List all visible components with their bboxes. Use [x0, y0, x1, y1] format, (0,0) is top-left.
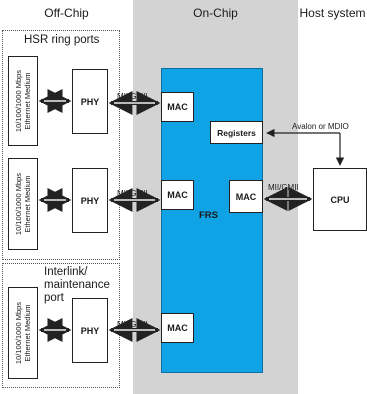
interlink-label-line2: maintenance — [44, 279, 110, 291]
mac-block-port-2: MAC — [161, 180, 194, 210]
registers-cpu-connector — [266, 128, 345, 166]
mac-block-interlink: MAC — [161, 313, 194, 343]
host-system-label: Host system — [299, 6, 366, 20]
off-chip-label: Off-Chip — [44, 6, 89, 20]
avalon-or-mdio-label: Avalon or MDIO — [292, 122, 349, 131]
phy-block-2: PHY — [72, 168, 108, 233]
phy-block-1: PHY — [72, 69, 108, 134]
interlink-label-line1: Interlink/ — [44, 266, 88, 278]
interlink-port-label: Interlink/ maintenance port — [44, 266, 110, 305]
mac-block-port-1: MAC — [161, 92, 194, 122]
phy-block-3: PHY — [72, 298, 108, 363]
on-chip-label: On-Chip — [193, 6, 238, 20]
hsr-ring-ports-label: HSR ring ports — [22, 34, 102, 46]
mac-block-host: MAC — [229, 180, 263, 213]
hsr-ring-ports-group — [2, 30, 120, 260]
interlink-label-line3: port — [44, 292, 64, 304]
registers-block: Registers — [210, 121, 263, 144]
frs-label: FRS — [199, 210, 218, 221]
